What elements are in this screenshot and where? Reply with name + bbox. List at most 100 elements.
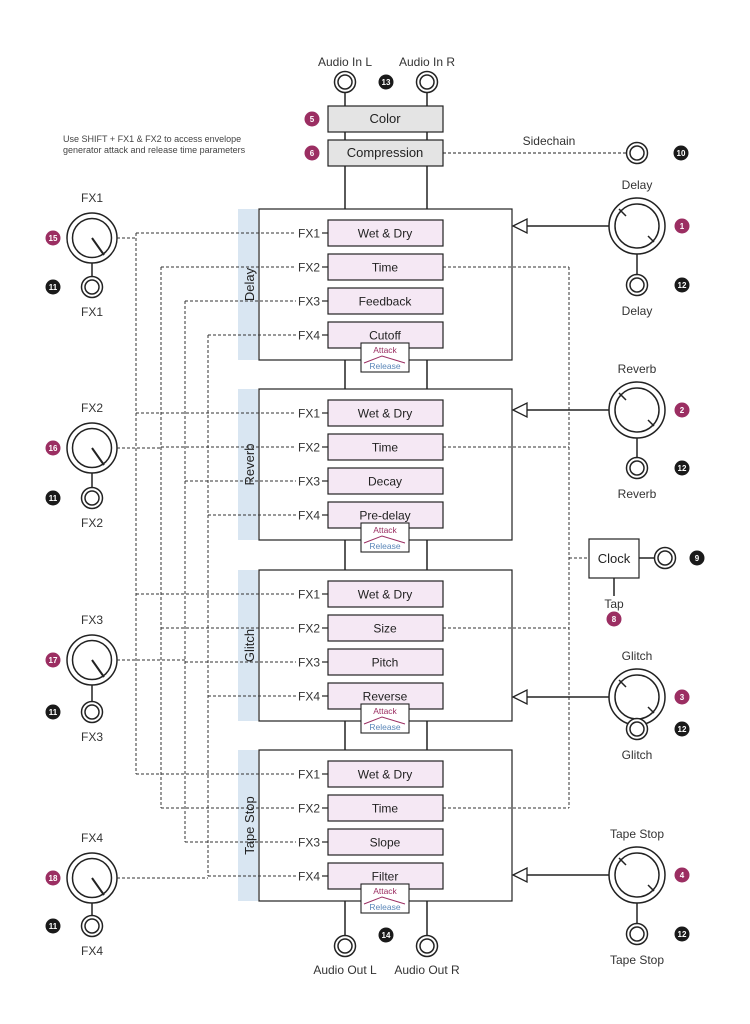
arrow-head-icon	[511, 217, 528, 235]
fx3-cv-jack[interactable]	[80, 700, 104, 724]
audio-in-l-jack[interactable]	[333, 70, 357, 94]
envelope-box	[360, 522, 410, 553]
svg-text:13: 13	[382, 78, 391, 87]
release-label: Release	[369, 902, 400, 912]
knob-tick-icon	[647, 235, 655, 243]
release-label: Release	[369, 361, 400, 371]
sidechain-jack[interactable]	[625, 141, 649, 165]
envelope-curve	[363, 896, 406, 905]
module-name: Reverb	[242, 444, 257, 486]
module-jack-label: Glitch	[622, 748, 653, 762]
audio-out-r-jack[interactable]	[415, 934, 439, 958]
param-label: Wet & Dry	[358, 768, 412, 782]
badge-fx-jack-text: 11	[49, 283, 58, 292]
fx-port-label: FX3	[298, 295, 320, 309]
knob-tick-icon	[618, 208, 627, 217]
arrow-head-icon	[511, 866, 528, 884]
fx-knob-label: FX3	[81, 613, 103, 627]
knob-tick-icon	[618, 392, 627, 401]
module-cv-jack[interactable]	[625, 273, 649, 297]
badge-fx-knob	[45, 230, 61, 246]
badge-tap	[606, 611, 622, 627]
module-cv-jack[interactable]	[625, 717, 649, 741]
param-box	[327, 828, 444, 856]
fx-jack-label: FX2	[81, 516, 103, 530]
badge-fx-knob-text: 16	[49, 444, 58, 453]
clock-section: Clock 9 Tap 8	[588, 538, 705, 627]
badge-fx-jack	[45, 490, 61, 506]
svg-text:14: 14	[382, 931, 391, 940]
fx-port-label: FX1	[298, 407, 320, 421]
badge-fx-knob-text: 17	[49, 656, 58, 665]
badge-module-jack-text: 12	[678, 725, 687, 734]
badge-fx-knob	[45, 440, 61, 456]
fx-port-label: FX1	[298, 227, 320, 241]
module-jack-label: Tape Stop	[610, 953, 664, 967]
shift-note-line1: Use SHIFT + FX1 & FX2 to access envelope	[63, 134, 241, 144]
module-name: Delay	[242, 267, 257, 301]
fx-jack-label: FX3	[81, 730, 103, 744]
fx-port-label: FX4	[298, 870, 320, 884]
module-name: Tape Stop	[242, 796, 257, 855]
fx-port-label: FX2	[298, 622, 320, 636]
badge-module-knob	[674, 867, 690, 883]
badge-fx-knob	[45, 652, 61, 668]
badge-fx-knob	[45, 870, 61, 886]
badge-fx-jack-text: 11	[49, 494, 58, 503]
fx2-cv-jack[interactable]	[80, 486, 104, 510]
badge-module-knob-text: 4	[680, 871, 685, 880]
fx-port-label: FX4	[298, 329, 320, 343]
knob-tick-icon	[647, 706, 655, 714]
release-label: Release	[369, 541, 400, 551]
attack-label: Attack	[373, 706, 397, 716]
fx-port-label: FX1	[298, 768, 320, 782]
badge-module-knob	[674, 402, 690, 418]
knob-pointer-icon	[91, 447, 105, 466]
badge-fx-jack-text: 11	[49, 922, 58, 931]
audio-out-l-jack[interactable]	[333, 934, 357, 958]
compression-label: Compression	[347, 145, 424, 160]
knob-pointer-icon	[91, 877, 105, 896]
sidechain-label: Sidechain	[523, 134, 576, 148]
param-label: Time	[372, 441, 399, 455]
param-label: Decay	[368, 475, 402, 489]
envelope-curve	[363, 716, 406, 725]
svg-text:6: 6	[310, 149, 315, 158]
knob-pointer-icon	[91, 659, 105, 678]
param-box	[327, 467, 444, 495]
module-cv-jack[interactable]	[625, 456, 649, 480]
fx-knob-label: FX2	[81, 401, 103, 415]
clock-label: Clock	[598, 551, 631, 566]
fx4-cv-jack[interactable]	[80, 914, 104, 938]
param-label: Filter	[372, 870, 399, 884]
audio-in-r-jack[interactable]	[415, 70, 439, 94]
module-cv-jack[interactable]	[625, 922, 649, 946]
clock-jack[interactable]	[653, 546, 677, 570]
fx1-cv-jack[interactable]	[80, 275, 104, 299]
svg-text:8: 8	[612, 615, 617, 624]
param-label: Wet & Dry	[358, 407, 412, 421]
badge-clock	[689, 550, 705, 566]
audio-in-r-label: Audio In R	[399, 55, 455, 69]
badge-audio-in: 13	[378, 74, 394, 90]
audio-in-l-label: Audio In L	[318, 55, 372, 69]
audio-out-section: 14 Audio Out L Audio Out R	[313, 901, 460, 977]
badge-compression: 6	[304, 145, 320, 161]
param-label: Reverse	[363, 690, 408, 704]
module-knob-label: Reverb	[618, 362, 657, 376]
module-tab	[238, 570, 258, 721]
param-label: Time	[372, 261, 399, 275]
param-box	[327, 287, 444, 315]
fx-knob-label: FX1	[81, 191, 103, 205]
param-box	[327, 614, 444, 642]
module-jack-label: Reverb	[618, 487, 657, 501]
fx-port-label: FX1	[298, 588, 320, 602]
envelope-box	[360, 883, 410, 914]
envelope-box	[360, 342, 410, 373]
